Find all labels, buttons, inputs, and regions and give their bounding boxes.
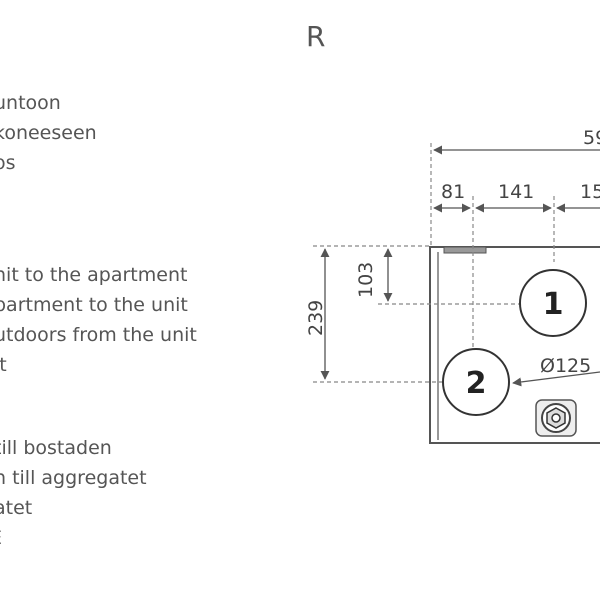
legend-fi-line-1: untoon <box>0 92 61 114</box>
dim-segment-1: 81 <box>441 181 465 203</box>
side-label: R <box>306 20 326 53</box>
horizontal-dimensions <box>433 145 600 213</box>
port-2-label: 2 <box>466 366 487 401</box>
dim-segment-3: 15 <box>580 181 600 203</box>
port-2: 2 <box>442 348 510 416</box>
dim-total-width: 59 <box>583 127 600 149</box>
dim-height-small: 103 <box>355 262 377 298</box>
legend-text-column: untoon koneeseen os nit to the apartment… <box>0 0 240 600</box>
legend-sv-line-2: n till aggregatet <box>0 467 147 489</box>
vertical-dimensions <box>320 248 393 380</box>
port-1: 1 <box>519 269 587 337</box>
dim-diameter: Ø125 <box>540 355 591 377</box>
dim-segment-2: 141 <box>498 181 534 203</box>
dim-height-large: 239 <box>305 300 327 336</box>
unit-outline <box>429 246 600 444</box>
diameter-leader: Ø125 <box>512 355 600 387</box>
legend-sv-line-1: till bostaden <box>0 437 112 459</box>
legend-en-line-3: utdoors from the unit <box>0 324 197 346</box>
legend-fi-line-3: os <box>0 152 16 174</box>
extension-lines <box>313 143 555 383</box>
legend-en-line-2: partment to the unit <box>0 294 188 316</box>
port-1-label: 1 <box>543 287 564 322</box>
legend-en-line-1: nit to the apartment <box>0 264 188 286</box>
drain-fitting-icon <box>535 399 577 437</box>
legend-fi-line-2: koneeseen <box>0 122 97 144</box>
legend-stray-mark: E <box>0 526 2 550</box>
legend-en-line-4: it <box>0 354 7 376</box>
legend-sv-line-3: atet <box>0 497 33 519</box>
